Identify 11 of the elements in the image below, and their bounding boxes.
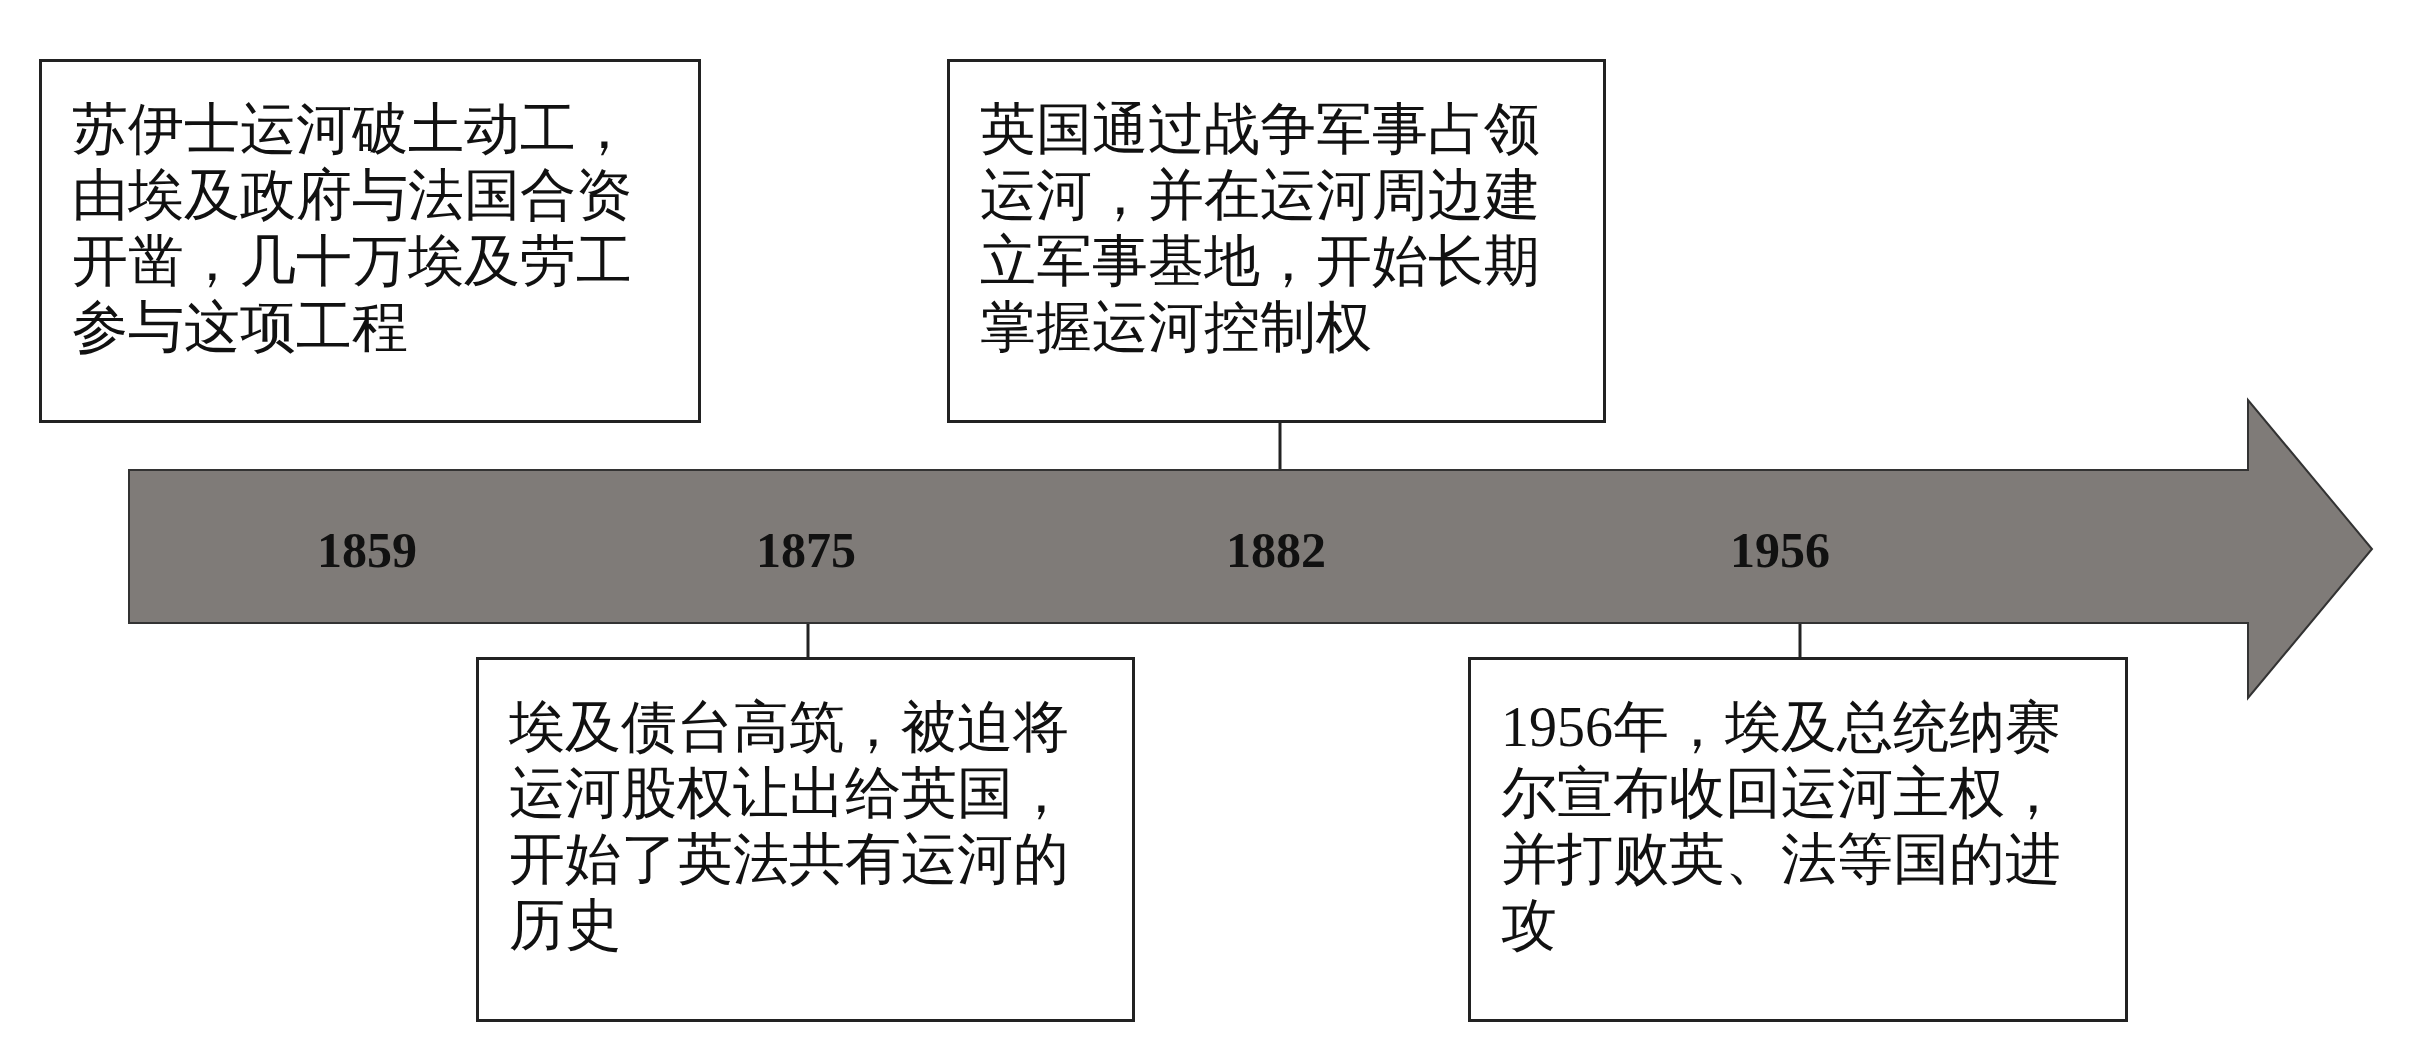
connector-line (1798, 623, 1802, 657)
year-label: 1859 (317, 521, 417, 579)
event-box: 英国通过战争军事占领运河，并在运河周边建立军事基地，开始长期掌握运河控制权 (947, 59, 1606, 423)
event-box: 1956年，埃及总统纳赛尔宣布收回运河主权，并打败英、法等国的进攻 (1468, 657, 2128, 1022)
connector-line (1278, 423, 1282, 470)
year-label: 1882 (1226, 521, 1326, 579)
year-label: 1875 (756, 521, 856, 579)
event-box: 埃及债台高筑，被迫将运河股权让出给英国，开始了英法共有运河的历史 (476, 657, 1135, 1022)
event-box: 苏伊士运河破土动工，由埃及政府与法国合资开凿，几十万埃及劳工参与这项工程 (39, 59, 701, 423)
connector-line (806, 623, 810, 657)
year-label: 1956 (1730, 521, 1830, 579)
